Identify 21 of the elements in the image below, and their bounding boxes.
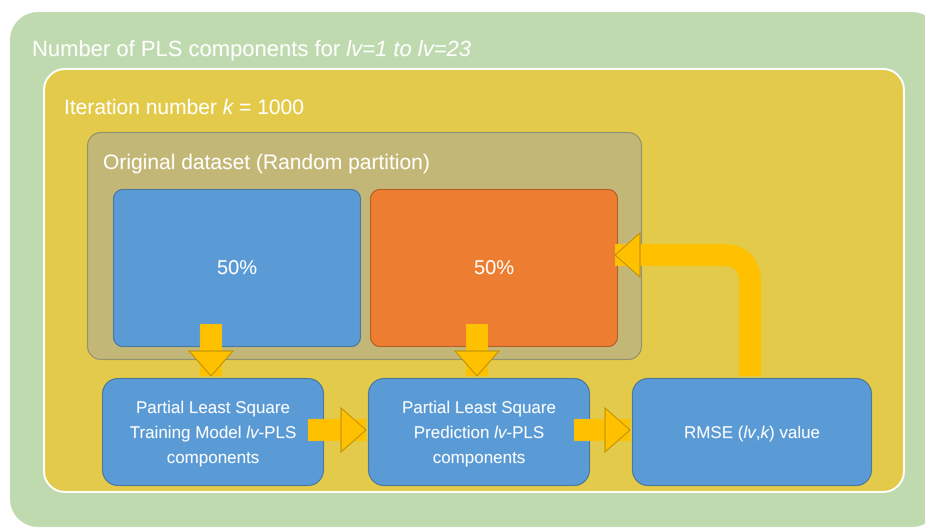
panel-heading: Original dataset (Random partition) <box>102 150 431 176</box>
process-box <box>368 378 590 486</box>
block-arrow <box>454 324 500 376</box>
outer-panel <box>10 12 925 527</box>
block-arrow <box>188 324 234 376</box>
process-box <box>632 378 872 486</box>
box-label: RMSE (lv,k) value <box>682 422 822 444</box>
box-label: 50% <box>216 256 258 281</box>
block-arrow <box>574 408 630 452</box>
box-label: Partial Least Square Prediction lv-PLS components <box>400 396 558 468</box>
box-label: Partial Least Square Training Model lv-PLS components <box>128 396 298 468</box>
inner-panel <box>43 68 905 493</box>
panel-heading: Number of PLS components for lv=1 to lv=23 <box>31 35 472 63</box>
partition-box <box>370 189 618 347</box>
dataset-panel <box>87 132 642 360</box>
panel-heading: Iteration number k = 1000 <box>63 95 305 121</box>
box-label: 50% <box>474 256 514 281</box>
process-box <box>102 378 324 486</box>
block-arrow <box>308 408 366 452</box>
block-arrow <box>614 232 761 376</box>
partition-box <box>113 189 361 347</box>
